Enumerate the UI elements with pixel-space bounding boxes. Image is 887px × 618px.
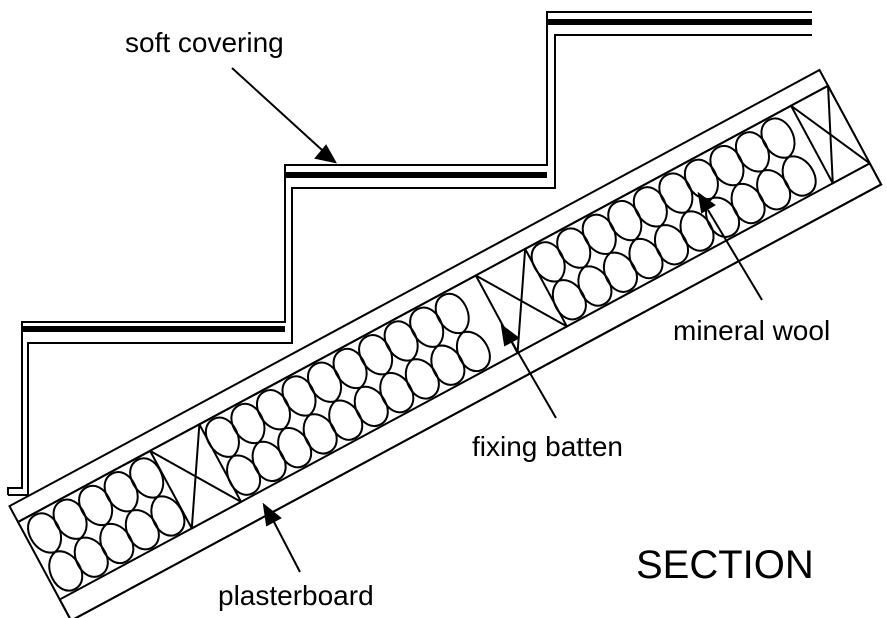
label-section: SECTION [636,543,814,587]
mineral-wool-loop [332,347,389,428]
mineral-wool-loop [735,131,792,211]
mineral-wool-loop [78,484,135,565]
soffit-assembly [8,68,883,618]
leader-fixing-batten [500,323,557,419]
soft-covering-tread-1 [22,326,285,332]
mineral-wool-loop [52,498,109,578]
mineral-wool-loop [27,512,84,592]
mineral-wool-loop [256,389,313,469]
mineral-wool-loop [581,213,638,293]
label-soft-covering: soft covering [125,27,284,58]
stair-profile [7,11,812,496]
soft-covering-tread-3 [547,19,812,25]
fixing-batten-2 [474,247,569,355]
mineral-wool-loop [434,292,491,373]
leaders [231,67,763,573]
mineral-wool-loop [307,361,364,441]
mineral-wool-loop [409,306,466,386]
stair-outline-inner [8,34,812,496]
leader-soft-covering [231,67,337,164]
mineral-wool-loop [556,227,613,307]
fixing-batten-3 [789,84,872,185]
mineral-wool-loop [281,375,338,455]
fixing-batten-1 [148,422,243,530]
label-fixing-batten: fixing batten [472,431,623,462]
mineral-wool-loop [709,144,766,225]
soft-covering-layers [22,19,812,332]
leader-plasterboard [262,502,301,573]
mineral-wool-loop [760,117,817,197]
mineral-wool-loop [103,471,160,551]
mineral-wool-loop [358,334,415,414]
mineral-wool-loop [658,172,715,252]
mineral-wool-loop [129,457,186,537]
mineral-wool-loop [230,402,287,483]
mineral-wool-loop [530,241,587,321]
mineral-wool-loop [684,158,740,238]
plasterboard-upper [8,68,830,524]
mineral-wool [27,117,817,592]
mineral-wool-loop [632,186,689,266]
fixing-battens [148,84,872,530]
label-plasterboard: plasterboard [218,580,374,611]
mineral-wool-loop [383,320,440,400]
label-mineral-wool: mineral wool [673,315,830,346]
mineral-wool-loop [607,199,664,280]
stair-outline-outer [7,11,812,495]
mineral-wool-loop [205,416,261,496]
plasterboard-bottom-strip [58,161,883,618]
leader-mineral-wool [697,191,763,301]
soft-covering-tread-2 [285,172,547,178]
